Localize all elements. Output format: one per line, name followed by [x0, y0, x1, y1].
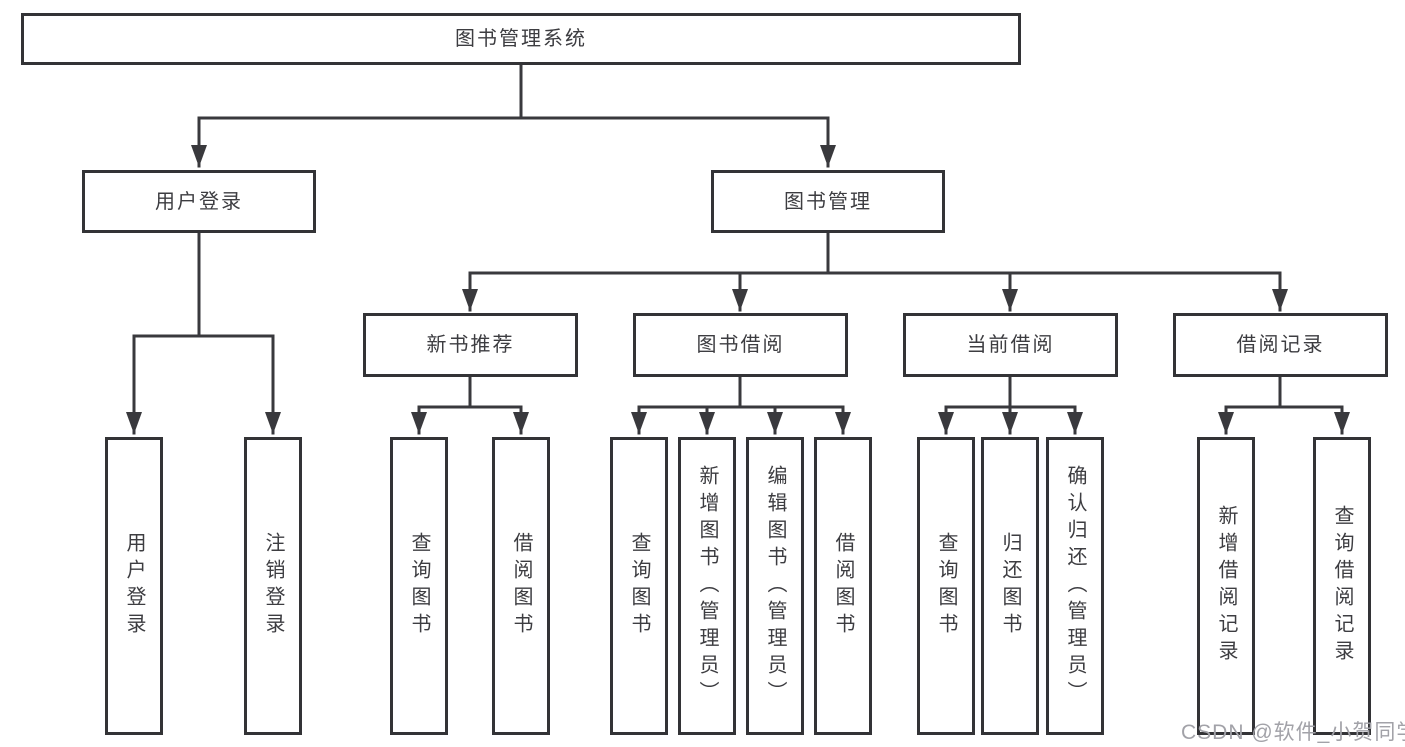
leaf-borrow-books-2: 借阅图书	[814, 437, 872, 735]
leaf-add-book-admin: 新增图书（管理员）	[678, 437, 736, 735]
leaf-return-books-label: 归还图书	[999, 532, 1021, 640]
leaf-user-login-label: 用户登录	[123, 532, 145, 640]
leaf-add-book-admin-label: 新增图书（管理员）	[696, 464, 718, 708]
leaf-add-borrow-record: 新增借阅记录	[1197, 437, 1255, 735]
node-user-login: 用户登录	[82, 170, 316, 233]
leaf-search-books-2-label: 查询图书	[628, 532, 650, 640]
csdn-watermark: CSDN @软件_小贺同学	[1181, 721, 1405, 744]
leaf-confirm-return-admin: 确认归还（管理员）	[1046, 437, 1104, 735]
leaf-borrow-books-1-label: 借阅图书	[510, 532, 532, 640]
leaf-return-books: 归还图书	[981, 437, 1039, 735]
leaf-borrow-books-1: 借阅图书	[492, 437, 550, 735]
node-book-borrowing: 图书借阅	[633, 313, 848, 377]
leaf-add-borrow-record-label: 新增借阅记录	[1215, 505, 1237, 667]
node-book-management: 图书管理	[711, 170, 945, 233]
leaf-borrow-books-2-label: 借阅图书	[832, 532, 854, 640]
node-root: 图书管理系统	[21, 13, 1021, 65]
node-current-borrowing: 当前借阅	[903, 313, 1118, 377]
leaf-logout-label: 注销登录	[262, 532, 284, 640]
leaf-search-borrow-record: 查询借阅记录	[1313, 437, 1371, 735]
node-new-book-recommendation: 新书推荐	[363, 313, 578, 377]
leaf-edit-book-admin-label: 编辑图书（管理员）	[764, 464, 786, 708]
leaf-logout: 注销登录	[244, 437, 302, 735]
leaf-user-login: 用户登录	[105, 437, 163, 735]
leaf-search-books-1-label: 查询图书	[408, 532, 430, 640]
leaf-edit-book-admin: 编辑图书（管理员）	[746, 437, 804, 735]
leaf-search-books-1: 查询图书	[390, 437, 448, 735]
leaf-search-books-3: 查询图书	[917, 437, 975, 735]
leaf-search-borrow-record-label: 查询借阅记录	[1331, 505, 1353, 667]
leaf-confirm-return-admin-label: 确认归还（管理员）	[1064, 464, 1086, 708]
leaf-search-books-2: 查询图书	[610, 437, 668, 735]
node-borrowing-records: 借阅记录	[1173, 313, 1388, 377]
leaf-search-books-3-label: 查询图书	[935, 532, 957, 640]
